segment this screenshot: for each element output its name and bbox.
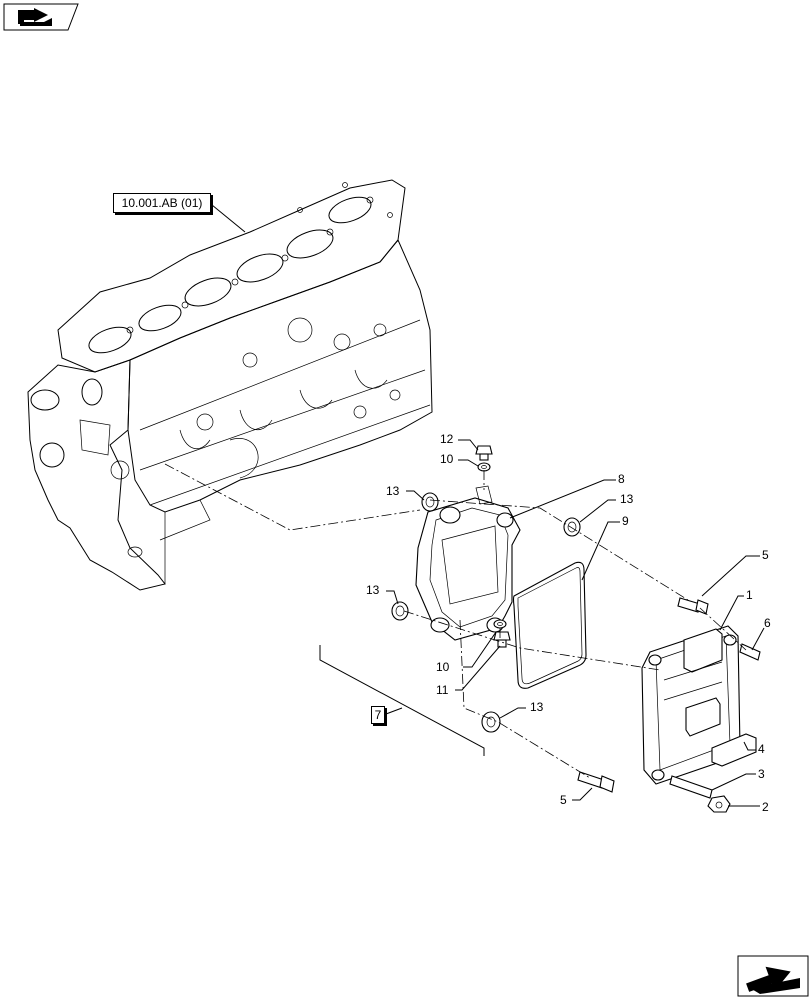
grommet-13-d bbox=[481, 711, 501, 733]
callout-8: 8 bbox=[618, 472, 625, 486]
engine-block bbox=[27, 179, 433, 591]
group-box-label: 7 bbox=[374, 708, 382, 722]
grommet-13-c bbox=[391, 601, 409, 621]
washer-10-top bbox=[477, 462, 491, 472]
book-arrow-icon[interactable] bbox=[3, 3, 79, 31]
seal bbox=[512, 561, 587, 689]
bolt-5-upper bbox=[677, 597, 709, 615]
ecu-mounting-bracket bbox=[415, 485, 521, 641]
nut-2 bbox=[707, 795, 731, 813]
connector-cap bbox=[711, 733, 757, 767]
reference-leader bbox=[211, 204, 246, 233]
callout-6: 6 bbox=[764, 616, 771, 630]
callout-2: 2 bbox=[762, 800, 769, 814]
group-leader bbox=[385, 707, 403, 715]
callout-4: 4 bbox=[758, 742, 765, 756]
grommet-13-a bbox=[421, 492, 439, 512]
callout-5-lower: 5 bbox=[560, 793, 567, 807]
callout-5-upper: 5 bbox=[762, 548, 769, 562]
callout-13-d: 13 bbox=[530, 700, 544, 714]
screw-3 bbox=[669, 775, 713, 799]
alignment-lines bbox=[164, 463, 747, 779]
leader-lines bbox=[386, 439, 765, 807]
plug-11 bbox=[493, 631, 511, 648]
callout-13-a: 13 bbox=[386, 484, 400, 498]
callout-3: 3 bbox=[758, 767, 765, 781]
group-bracket-line bbox=[319, 645, 485, 756]
reference-box[interactable]: 10.001.AB (01) bbox=[113, 193, 211, 213]
bolt-5-lower bbox=[577, 771, 615, 793]
callout-1: 1 bbox=[746, 588, 753, 602]
callout-10-bottom: 10 bbox=[436, 660, 450, 674]
group-box[interactable]: 7 bbox=[371, 706, 385, 724]
callout-13-c: 13 bbox=[366, 583, 380, 597]
reference-box-label: 10.001.AB (01) bbox=[121, 196, 203, 210]
callout-11: 11 bbox=[436, 683, 449, 697]
screw-6 bbox=[739, 643, 761, 661]
plug-12 bbox=[475, 445, 493, 461]
callout-13-b: 13 bbox=[620, 492, 634, 506]
washer-10-bottom bbox=[493, 619, 507, 629]
callout-9: 9 bbox=[622, 514, 629, 528]
callout-12: 12 bbox=[440, 432, 454, 446]
ecu-module bbox=[641, 625, 741, 785]
grommet-13-b bbox=[563, 517, 581, 537]
next-page-arrow-icon[interactable] bbox=[737, 955, 809, 999]
callout-10-top: 10 bbox=[440, 452, 454, 466]
